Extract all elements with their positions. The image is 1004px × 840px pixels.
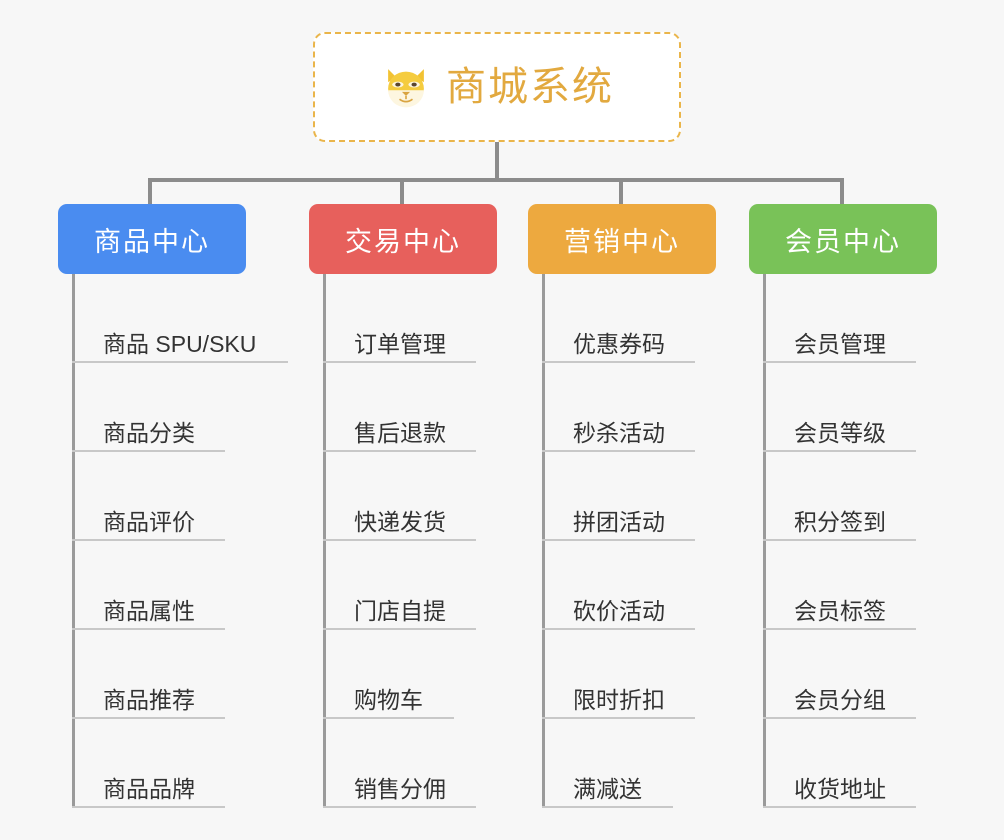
leaf-label: 拼团活动 [573,509,665,535]
leaf-underline [763,806,916,808]
leaf-label: 会员管理 [794,331,886,357]
leaf-underline [72,806,225,808]
connector-root-stem [495,142,499,180]
leaf-label: 商品评价 [103,509,195,535]
leaf-label: 购物车 [354,687,423,713]
category-header-4[interactable]: 会员中心 [749,204,937,274]
leaf-underline [323,717,454,719]
leaf-label: 满减送 [573,776,642,802]
leaf-label: 优惠券码 [573,331,665,357]
leaf-underline [763,717,916,719]
leaf-underline [72,361,288,363]
leaf-underline [542,717,695,719]
leaf-label: 会员标签 [794,598,886,624]
leaf-label: 砍价活动 [573,598,665,624]
category-header-1[interactable]: 商品中心 [58,204,246,274]
leaf-label: 会员分组 [794,687,886,713]
leaf-label: 会员等级 [794,420,886,446]
leaf-label: 售后退款 [354,420,446,446]
category-title-2: 交易中心 [345,226,461,257]
leaf-label: 商品分类 [103,420,195,446]
leaf-underline [542,806,673,808]
leaf-underline [323,806,476,808]
leaf-label: 订单管理 [354,331,446,357]
leaf-underline [763,628,916,630]
root-node[interactable]: 商城系统 [313,32,681,142]
leaf-underline [323,628,476,630]
connector-drop-3 [619,178,623,206]
branch-trunk-2 [323,274,326,808]
connector-drop-2 [400,178,404,206]
category-title-1: 商品中心 [94,226,210,257]
leaf-underline [72,539,225,541]
category-title-3: 营销中心 [564,226,680,257]
leaf-underline [323,450,476,452]
leaf-underline [323,361,476,363]
leaf-underline [72,450,225,452]
root-title: 商城系统 [446,65,614,109]
leaf-underline [72,628,225,630]
leaf-underline [542,450,695,452]
branch-trunk-3 [542,274,545,808]
shiba-dog-face-icon [380,61,432,113]
category-title-4: 会员中心 [785,226,901,257]
leaf-label: 限时折扣 [573,687,665,713]
connector-bus [148,178,844,182]
leaf-underline [763,361,916,363]
leaf-underline [542,628,695,630]
leaf-underline [542,361,695,363]
branch-trunk-4 [763,274,766,808]
leaf-label: 商品推荐 [103,687,195,713]
connector-drop-1 [148,178,152,206]
leaf-label: 收货地址 [794,776,886,802]
leaf-label: 门店自提 [354,598,446,624]
leaf-underline [542,539,695,541]
branch-trunk-1 [72,274,75,808]
category-header-3[interactable]: 营销中心 [528,204,716,274]
leaf-underline [763,539,916,541]
leaf-label: 商品品牌 [103,776,195,802]
leaf-underline [323,539,476,541]
leaf-underline [72,717,225,719]
leaf-label: 商品属性 [103,598,195,624]
category-header-2[interactable]: 交易中心 [309,204,497,274]
leaf-label: 商品 SPU/SKU [103,331,257,357]
leaf-label: 秒杀活动 [573,420,665,446]
leaf-label: 快递发货 [354,509,446,535]
leaf-label: 积分签到 [794,509,886,535]
connector-drop-4 [840,178,844,206]
leaf-label: 销售分佣 [354,776,446,802]
leaf-underline [763,450,916,452]
